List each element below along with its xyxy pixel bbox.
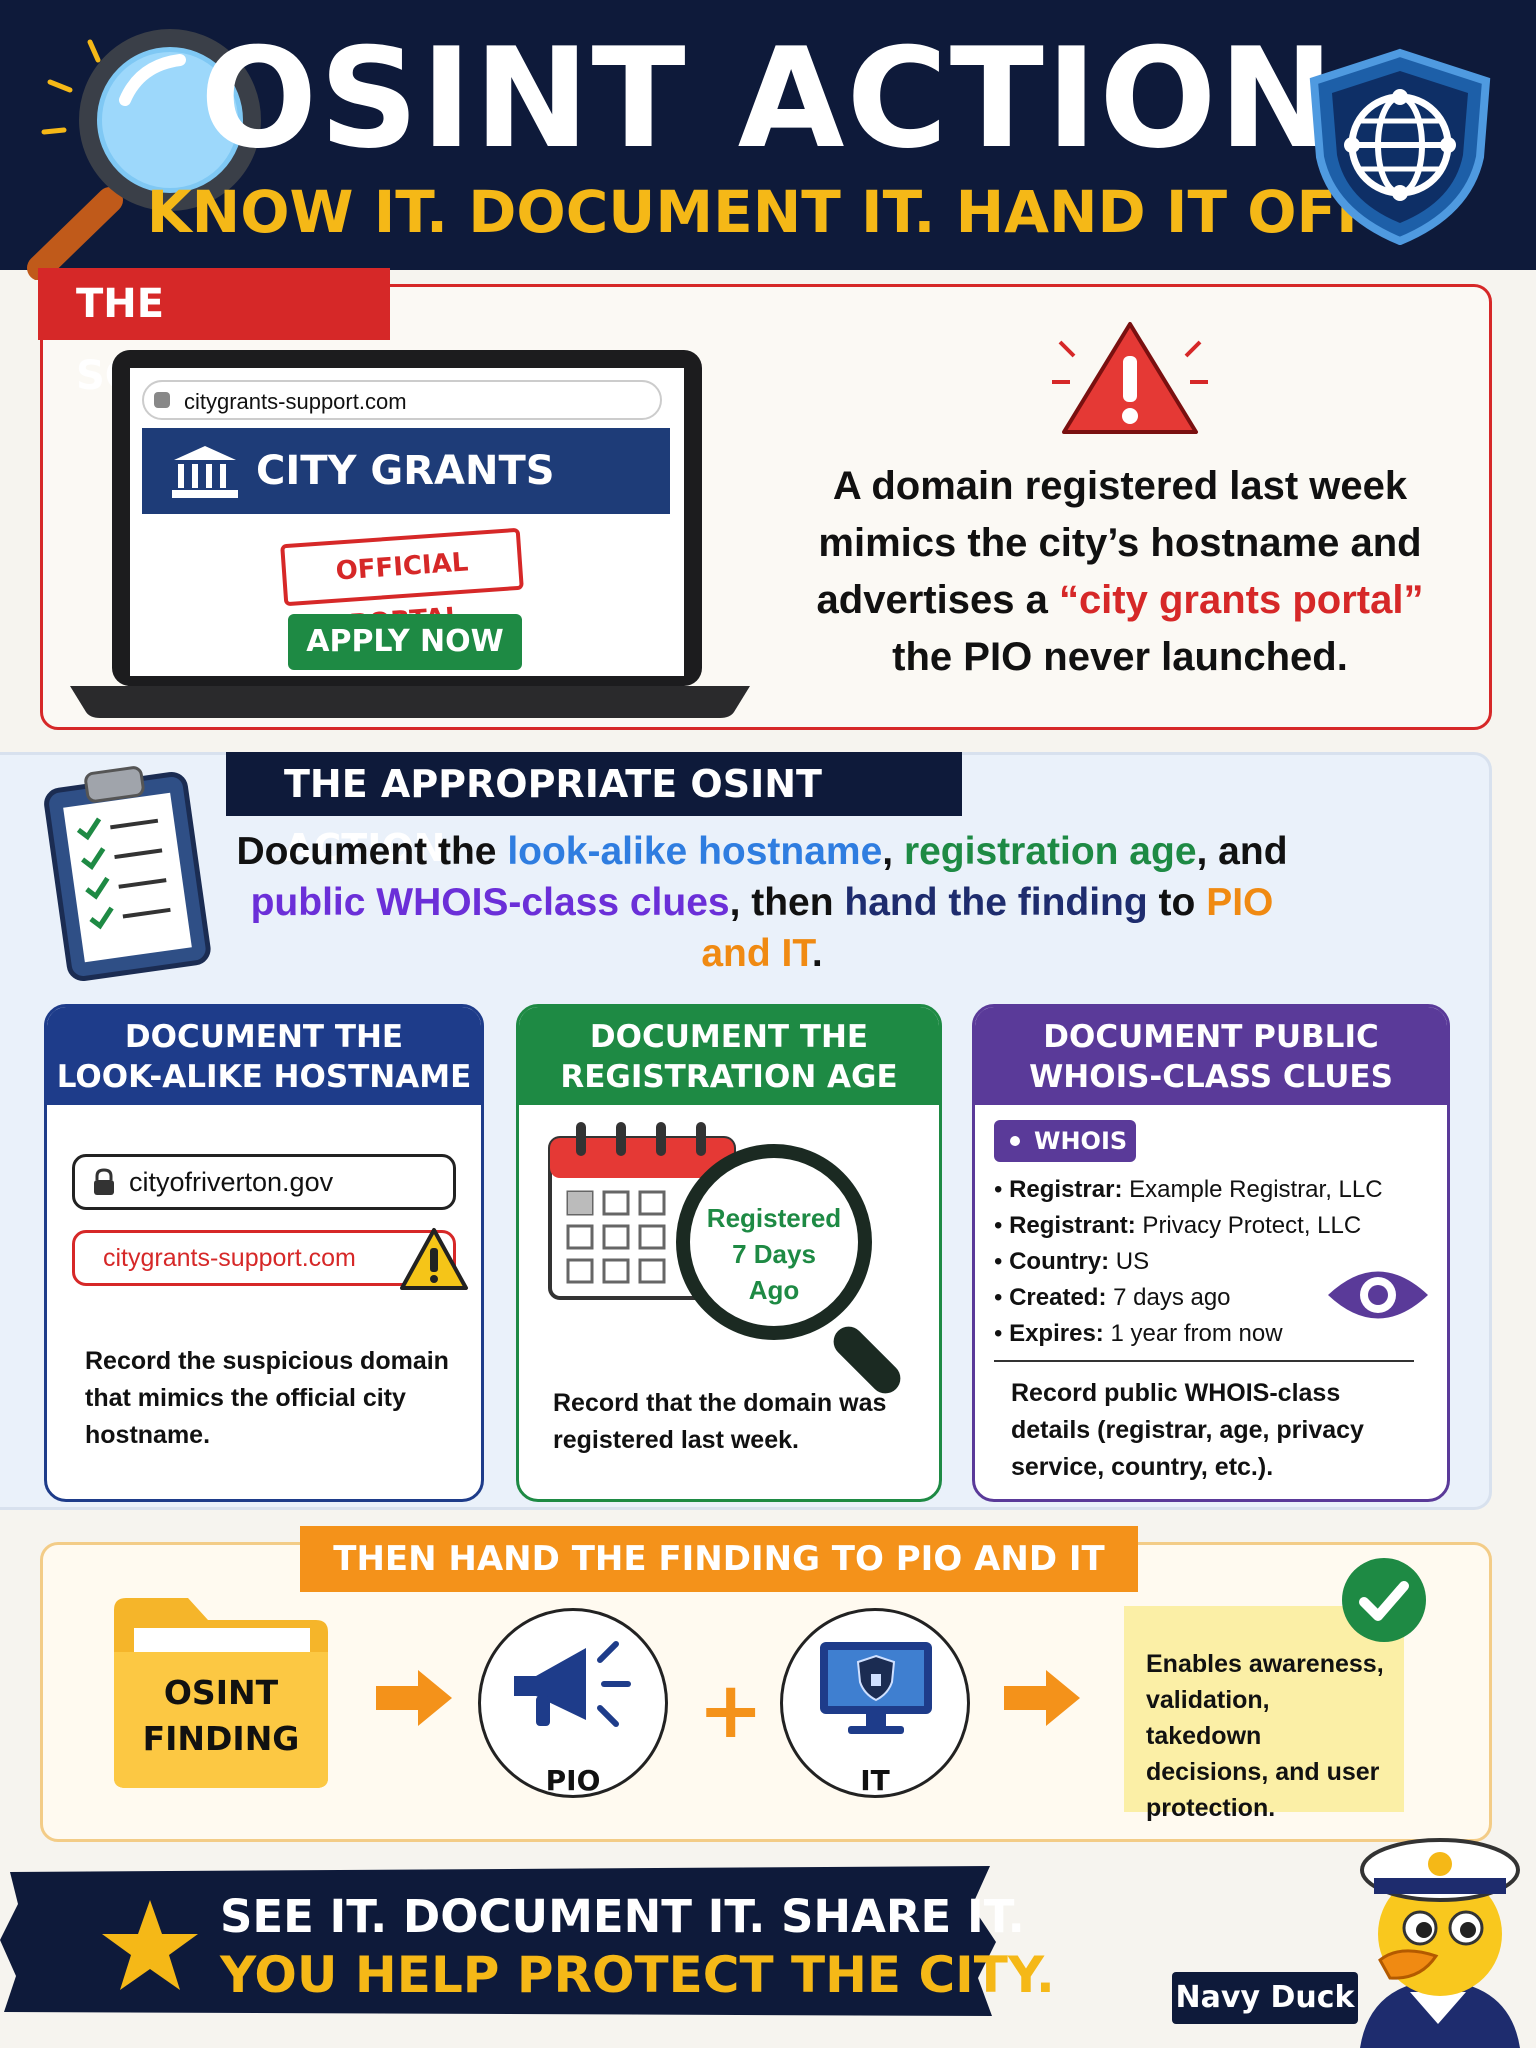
bank-icon [172,446,238,498]
action-description: Document the look-alike hostname, regist… [236,830,1288,975]
whois-chip: WHOIS [994,1120,1136,1162]
action-tag: THE APPROPRIATE OSINT ACTION [226,752,962,870]
portal-banner: CITY GRANTS PORTAL [142,428,670,580]
official-hostname-field: cityofriverton.gov [72,1154,456,1210]
bullet-icon [1010,1136,1020,1146]
warning-icon [400,1228,468,1290]
footer-line-1: SEE IT. DOCUMENT IT. SHARE IT. [220,1890,1025,1943]
plus-icon: + [698,1666,764,1756]
arrow-right-icon [376,1670,452,1726]
page-title: OSINT ACTION [199,18,1337,179]
result-note: Enables awareness, validation, takedown … [1124,1606,1404,1822]
it-label: IT [860,1764,890,1797]
star-icon [102,1900,198,1990]
lock-icon [154,392,170,408]
whois-row: Country: US [994,1244,1414,1280]
footer-banner [0,1866,996,2016]
whois-row: Registrant: Privacy Protect, LLC [994,1208,1414,1244]
divider [994,1360,1414,1362]
duck-mascot [1360,1838,1520,2048]
mascot-label: Navy Duck [1172,1972,1358,2024]
suspicious-hostname-field: citygrants-support.com [72,1230,456,1286]
scenario-tag: THE SCENARIO [38,268,390,399]
megaphone-icon [514,1641,631,1727]
calendar-icon [548,1122,736,1300]
check-icon [1342,1558,1426,1642]
lock-icon [94,1168,114,1195]
clipboard-icon [44,766,211,981]
warning-icon [1052,322,1208,434]
whois-list: Registrar: Example Registrar, LLC Regist… [994,1172,1414,1352]
card-hostname-caption: Record the suspicious domain that mimics… [85,1347,449,1449]
apply-now-button[interactable]: APPLY NOW [288,614,522,670]
card-whois-caption: Record public WHOIS-class details (regis… [1011,1379,1364,1481]
eye-icon [1328,1271,1428,1319]
whois-row: Created: 7 days ago [994,1280,1414,1316]
magnifier-icon [27,29,261,280]
whois-row: Registrar: Example Registrar, LLC [994,1172,1414,1208]
pio-label: PIO [545,1764,601,1797]
scenario-description: A domain registered last week mimics the… [816,464,1424,679]
folder-icon [114,1598,328,1788]
footer-line-2: YOU HELP PROTECT THE CITY. [220,1946,1055,2004]
card-registration-caption: Record that the domain was registered la… [553,1389,887,1454]
laptop-url-bar: citygrants-support.com [142,380,662,420]
highlight-text: “city grants portal” [1058,578,1424,622]
arrow-right-icon [1004,1670,1080,1726]
whois-row: Expires: 1 year from now [994,1316,1414,1352]
shield-globe-icon [1309,48,1491,245]
page-subtitle: KNOW IT. DOCUMENT IT. HAND IT OFF. [146,178,1390,246]
monitor-shield-icon [820,1642,932,1734]
handoff-tag: THEN HAND THE FINDING TO PIO AND IT [300,1526,1138,1592]
